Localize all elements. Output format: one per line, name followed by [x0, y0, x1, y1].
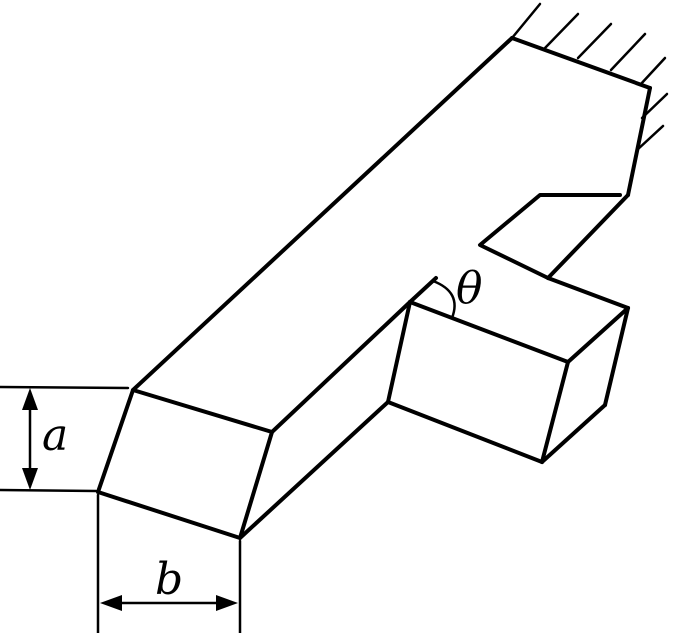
theta-angle-marker — [431, 279, 456, 320]
long-bar — [131, 36, 652, 540]
dimension-b — [96, 493, 242, 633]
label-b: b — [155, 554, 183, 605]
end-cross-section — [96, 388, 274, 540]
label-a: a — [42, 410, 68, 461]
short-arm — [386, 276, 630, 464]
label-theta: θ — [456, 263, 483, 314]
dimension-a — [0, 385, 130, 493]
